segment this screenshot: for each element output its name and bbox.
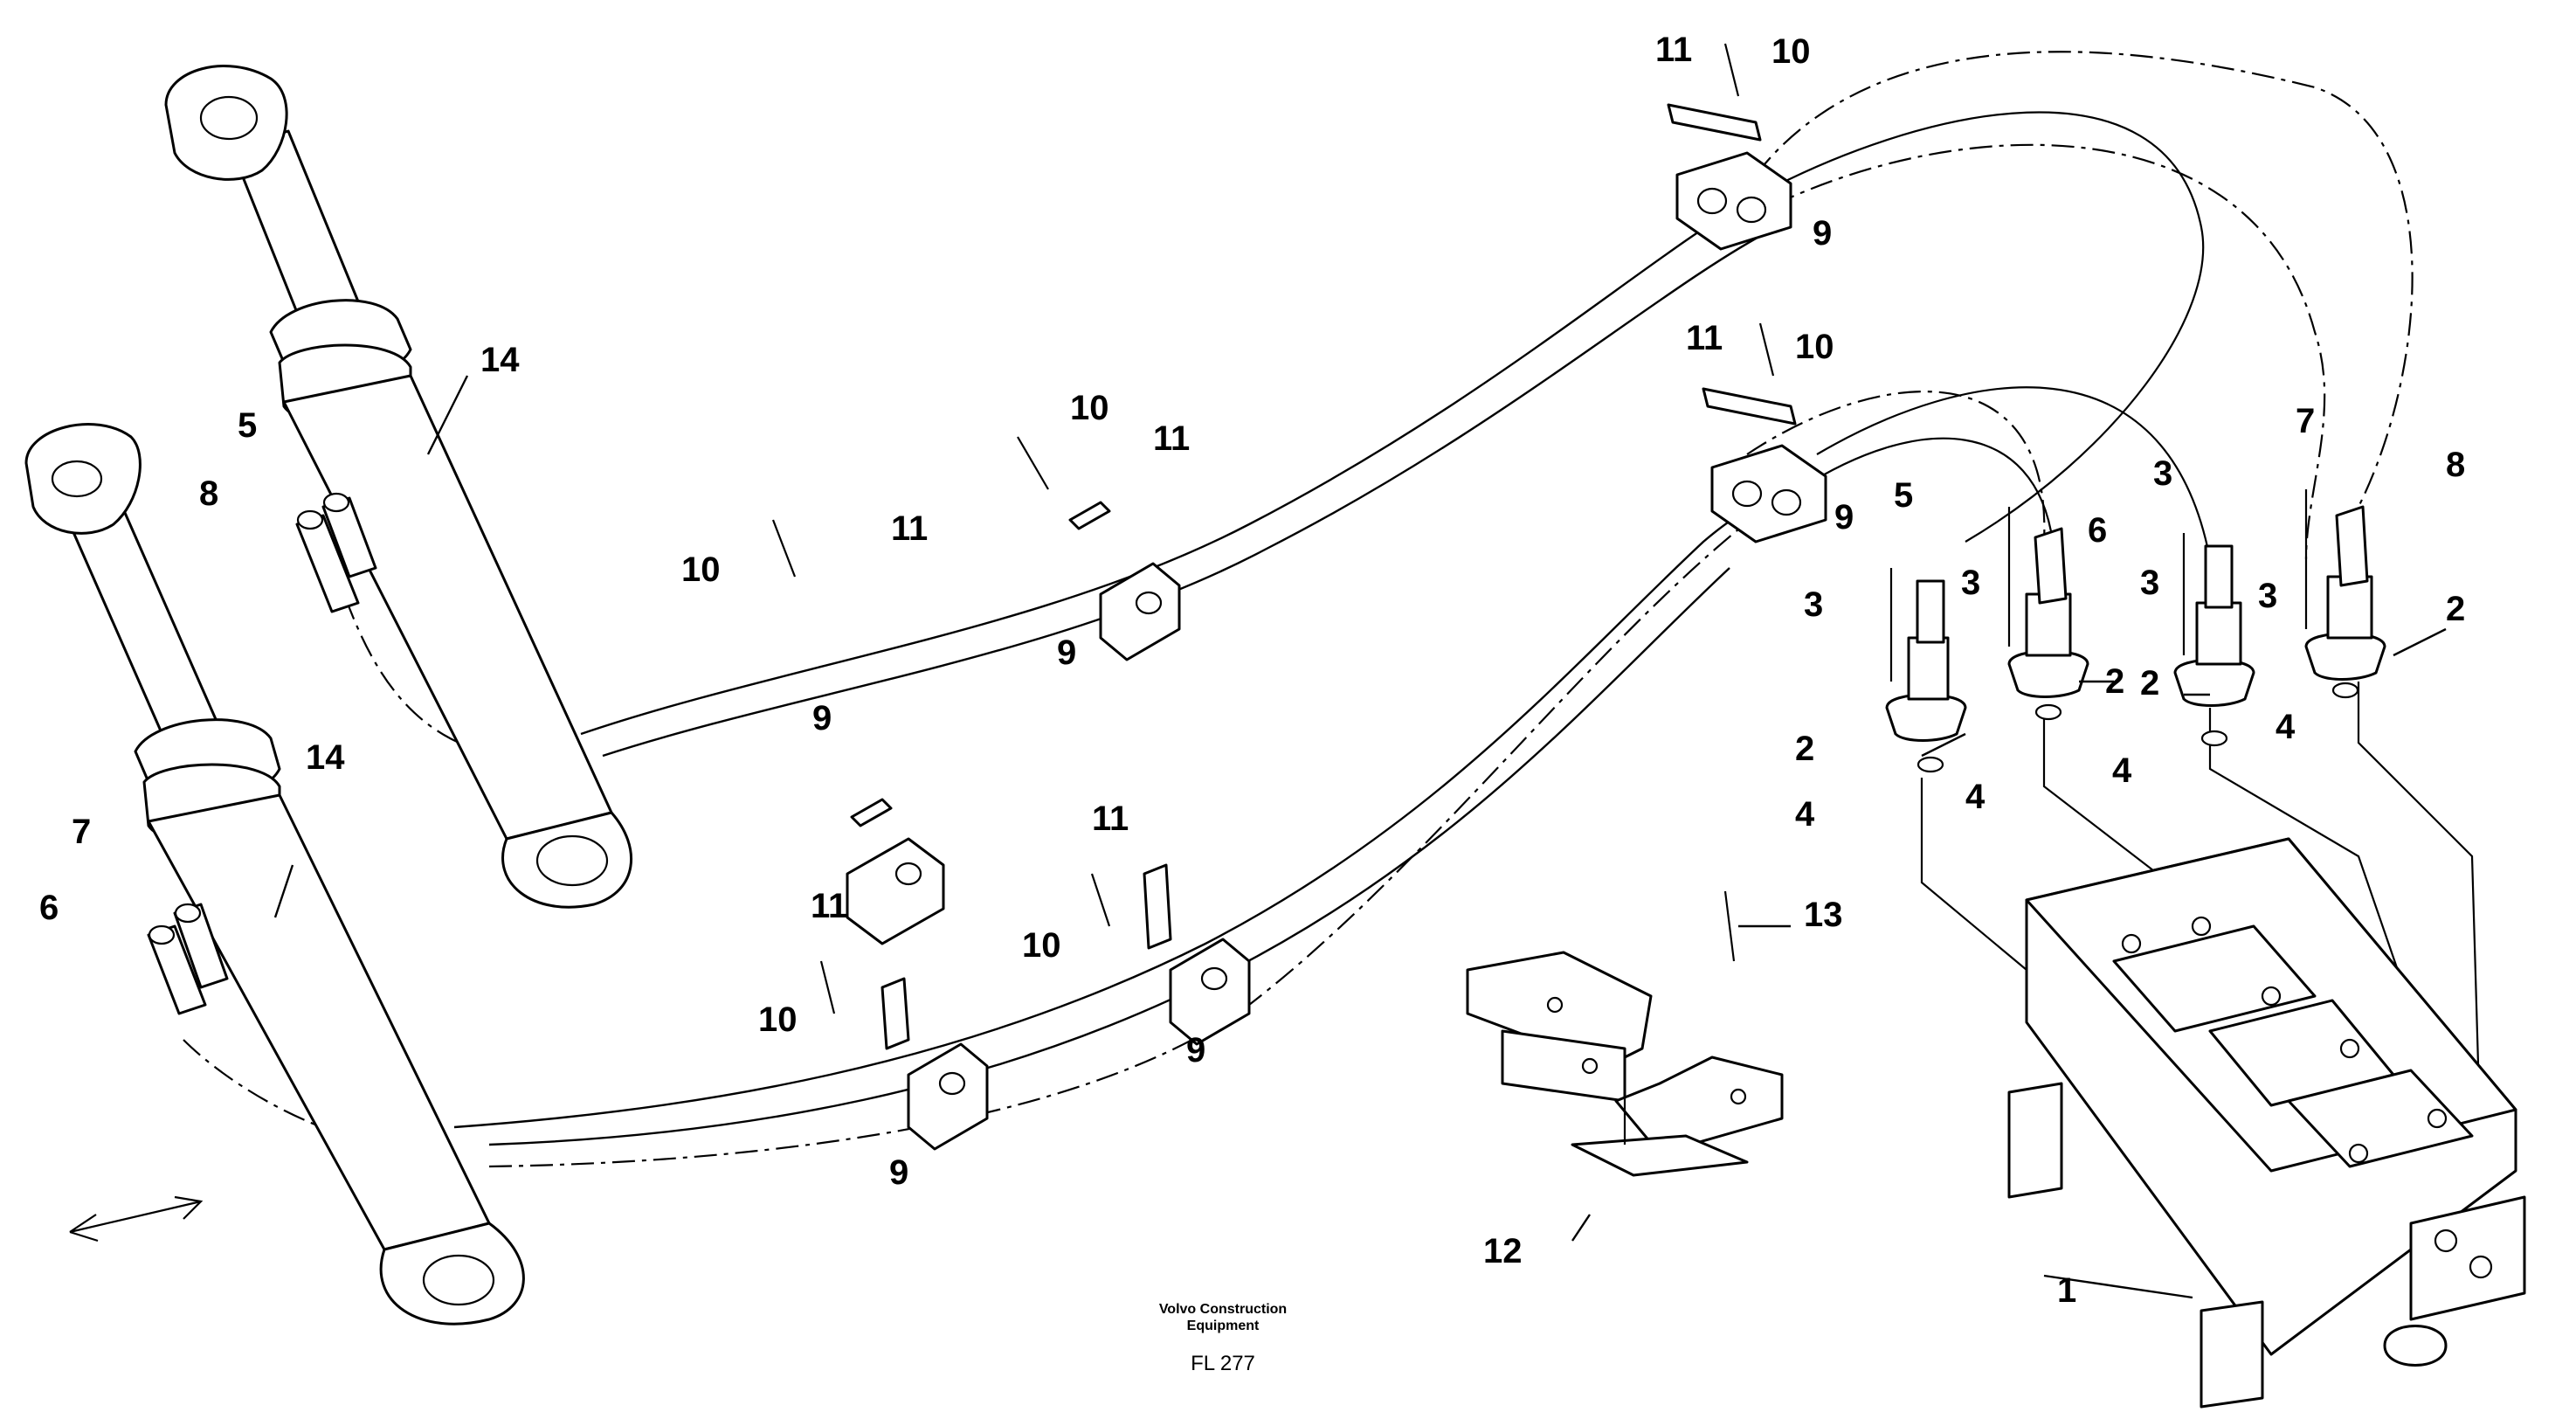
callout-3-a: 3 — [1804, 585, 1823, 624]
callout-11-b: 11 — [1153, 419, 1190, 458]
callout-10-b: 10 — [1070, 389, 1109, 427]
callout-2-d: 2 — [2446, 590, 2465, 628]
callout-11-a: 11 — [891, 509, 928, 548]
leader-lines — [273, 375, 2447, 1299]
callout-12: 12 — [1483, 1232, 1523, 1270]
callout-3-d: 3 — [2140, 564, 2159, 602]
callout-2-a: 2 — [1795, 730, 1814, 768]
mounting-bracket — [1466, 890, 1784, 1177]
callout-11-e: 11 — [1655, 31, 1692, 69]
hydraulic-cylinder-upper — [164, 65, 632, 909]
brand-line-1: Volvo Construction — [1159, 1302, 1287, 1317]
callout-4-c: 4 — [2112, 751, 2132, 790]
callout-11-f: 11 — [1686, 319, 1723, 357]
callout-9-d: 9 — [1186, 1031, 1205, 1069]
callout-3-b: 3 — [1961, 564, 1980, 602]
control-valve-block — [2007, 837, 2526, 1409]
callout-10-e: 10 — [1771, 32, 1811, 71]
callout-8-fitting: 8 — [2446, 446, 2465, 484]
callout-9-e: 9 — [1813, 214, 1832, 253]
callout-9-b: 9 — [1057, 633, 1076, 672]
callout-9-c: 9 — [889, 1153, 908, 1192]
callout-2-b: 2 — [2105, 662, 2124, 701]
callout-14-lower: 14 — [306, 738, 345, 777]
callout-9-f: 9 — [1834, 498, 1854, 536]
callout-5-fitting: 5 — [1894, 476, 1913, 515]
footer: Volvo Construction Equipment FL 277 — [1159, 1302, 1287, 1375]
callout-5-cylinder: 5 — [238, 406, 257, 445]
brand-line-2: Equipment — [1187, 1319, 1260, 1333]
swivel-fittings — [1885, 489, 2386, 773]
hose-clamps — [771, 43, 1827, 1151]
figure-code: FL 277 — [1191, 1352, 1255, 1375]
callout-2-c: 2 — [2140, 664, 2159, 703]
callout-9-a: 9 — [812, 699, 832, 737]
callout-13: 13 — [1804, 896, 1843, 934]
callout-10-a: 10 — [681, 550, 721, 589]
callout-10-c: 10 — [758, 1000, 798, 1039]
callout-4-b: 4 — [1965, 778, 1986, 816]
callout-14-upper: 14 — [480, 341, 520, 379]
direction-arrow-icon — [69, 1195, 204, 1242]
callout-10-d: 10 — [1022, 926, 1061, 965]
callout-6-fitting: 6 — [2088, 511, 2107, 550]
callout-11-c: 11 — [811, 887, 847, 925]
callout-4-a: 4 — [1795, 795, 1815, 834]
callout-7-fitting: 7 — [2296, 402, 2315, 440]
callout-3-c: 3 — [2153, 454, 2172, 493]
callout-3-e: 3 — [2258, 577, 2277, 615]
callout-4-d: 4 — [2276, 708, 2296, 746]
callout-1: 1 — [2057, 1271, 2076, 1310]
callout-10-f: 10 — [1795, 328, 1834, 366]
callout-11-d: 11 — [1092, 799, 1129, 838]
callout-8-cylinder: 8 — [199, 474, 218, 513]
callout-6-cylinder: 6 — [39, 889, 59, 927]
callout-7-cylinder: 7 — [72, 813, 91, 851]
part-callouts: 14 14 5 8 7 6 10 11 9 10 11 9 11 10 9 11… — [39, 31, 2465, 1310]
hydraulic-cylinder-lower — [24, 423, 525, 1326]
